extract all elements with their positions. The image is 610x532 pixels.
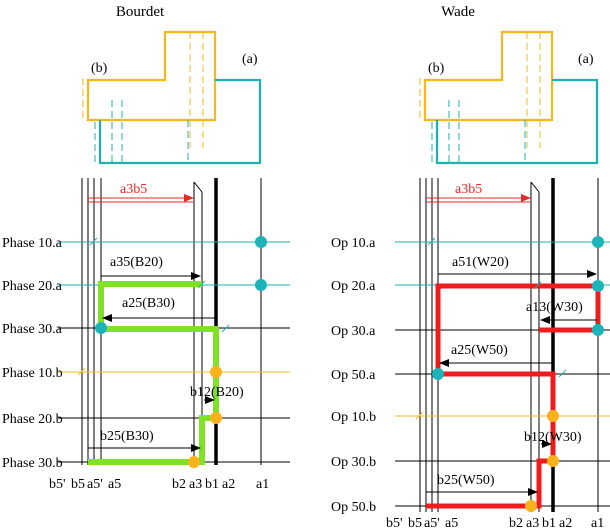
svg-text:b1: b1 <box>205 477 219 492</box>
row-label: Phase 20.a <box>2 279 63 294</box>
svg-text:b5: b5 <box>71 477 85 492</box>
node <box>210 412 222 424</box>
svg-text:a3: a3 <box>189 477 202 492</box>
row-label: Phase 30.b <box>2 456 63 471</box>
node <box>525 500 537 512</box>
node <box>255 279 267 291</box>
row-label: Phase 10.b <box>2 366 63 381</box>
surface-labels: b5' b5 a5' a5 b2 a3 b1 a2 a1 <box>386 516 604 531</box>
dimension-b12: b12(W30) <box>524 430 582 448</box>
dimension-b25: b25(B30) <box>88 429 201 452</box>
part-a-label: (a) <box>578 52 594 67</box>
svg-text:b5: b5 <box>408 516 422 531</box>
svg-text:a5': a5' <box>87 477 103 492</box>
svg-text:a51(W20): a51(W20) <box>452 255 509 270</box>
node <box>547 410 559 422</box>
svg-text:a3b5: a3b5 <box>455 182 482 197</box>
svg-text:a1: a1 <box>256 477 269 492</box>
node <box>432 368 444 380</box>
wade-panel: Wade (b) (a) <box>331 4 610 531</box>
ref-dimension-a3b5: a3b5 <box>426 182 531 203</box>
part-a-label: (a) <box>242 52 258 67</box>
node <box>592 280 604 292</box>
svg-text:a5': a5' <box>424 516 440 531</box>
row-label: Op 30.a <box>331 324 376 339</box>
vertical-surface-lines <box>81 178 262 465</box>
row-label: Op 50.b <box>331 500 376 515</box>
node <box>95 322 107 334</box>
node <box>592 324 604 336</box>
dimension-a51: a51(W20) <box>438 255 597 278</box>
part-b-outline <box>423 30 554 122</box>
svg-text:a13(W30): a13(W30) <box>526 300 583 315</box>
bourdet-title: Bourdet <box>116 4 165 20</box>
svg-text:a3: a3 <box>526 516 539 531</box>
svg-text:a5: a5 <box>108 477 121 492</box>
row-label: Phase 30.a <box>2 322 63 337</box>
row-label: Op 20.a <box>331 279 376 294</box>
row-lines <box>58 241 290 463</box>
dimension-a35: a35(B20) <box>101 255 201 280</box>
dimension-a13: a13(W30) <box>526 300 597 324</box>
row-label: Op 30.b <box>331 455 376 470</box>
svg-text:a2: a2 <box>222 477 235 492</box>
part-b-outline <box>86 30 217 122</box>
node <box>188 456 200 468</box>
nodes <box>432 236 604 512</box>
node <box>547 455 559 467</box>
svg-text:b2: b2 <box>509 516 523 531</box>
row-label: Phase 10.a <box>2 236 63 251</box>
svg-text:a25(W50): a25(W50) <box>451 343 508 358</box>
row-label: Op 50.a <box>331 368 376 383</box>
nodes <box>95 236 267 468</box>
dimension-a25: a25(W50) <box>439 343 552 367</box>
svg-text:a25(B30): a25(B30) <box>122 296 175 311</box>
wade-title: Wade <box>441 4 475 20</box>
vertical-surface-lines <box>419 178 599 512</box>
svg-text:b2: b2 <box>172 477 186 492</box>
svg-text:a35(B20): a35(B20) <box>110 255 163 270</box>
svg-text:b5': b5' <box>49 477 66 492</box>
bourdet-panel: Bourdet (b) (a) <box>2 4 290 492</box>
part-a-outline <box>98 78 262 165</box>
svg-text:a2: a2 <box>559 516 572 531</box>
svg-text:b12(B20): b12(B20) <box>190 385 244 400</box>
dimension-b12: b12(B20) <box>190 385 244 404</box>
tick-marks <box>77 237 230 376</box>
node <box>255 236 267 248</box>
dimension-b25: b25(W50) <box>426 473 538 496</box>
node <box>592 236 604 248</box>
svg-text:a3b5: a3b5 <box>120 182 147 197</box>
part-b-label: (b) <box>428 61 445 76</box>
part-a-dashed-lines <box>431 100 526 163</box>
svg-text:b1: b1 <box>542 516 556 531</box>
svg-text:b25(W50): b25(W50) <box>437 473 495 488</box>
row-label: Op 10.a <box>331 236 376 251</box>
part-b-label: (b) <box>91 61 108 76</box>
part-a-outline <box>435 78 599 165</box>
part-b-dashed-lines <box>82 32 204 148</box>
svg-text:b5': b5' <box>386 516 403 531</box>
svg-text:b12(W30): b12(W30) <box>524 430 582 445</box>
node <box>210 366 222 378</box>
dimension-a25: a25(B30) <box>102 296 215 322</box>
svg-text:b25(B30): b25(B30) <box>100 429 154 444</box>
svg-text:a5: a5 <box>445 516 458 531</box>
row-label: Phase 20.b <box>2 412 63 427</box>
ref-dimension-a3b5: a3b5 <box>88 182 194 203</box>
part-b-dashed-lines <box>419 32 541 148</box>
svg-text:a1: a1 <box>591 516 604 531</box>
surface-labels: b5' b5 a5' a5 b2 a3 b1 a2 a1 <box>49 477 269 492</box>
part-a-dashed-lines <box>94 100 189 163</box>
row-label: Op 10.b <box>331 410 376 425</box>
tick-marks <box>415 237 567 420</box>
